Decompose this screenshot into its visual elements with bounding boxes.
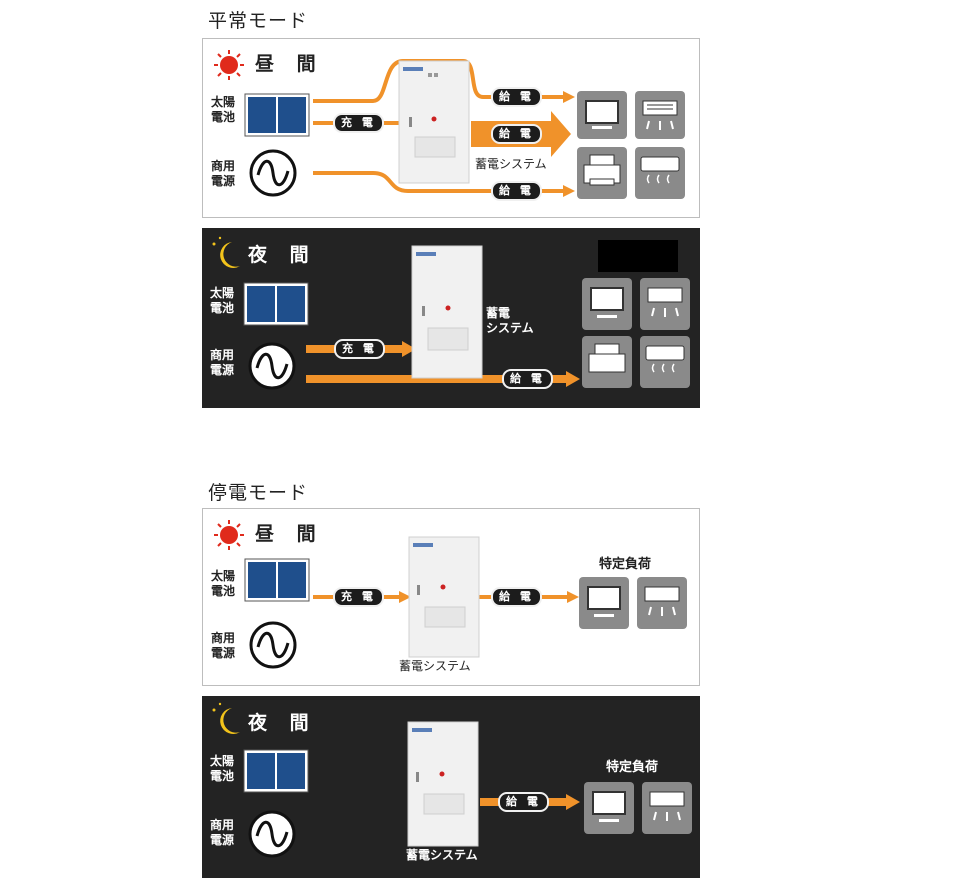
- supply-badge: 給 電: [498, 792, 549, 812]
- normal-day-panel: 昼 間 太陽 電池 商用 電源 充 電 給 電 給 電 給 電 蓄電システム: [202, 38, 700, 218]
- period-label-night: 夜 間: [248, 712, 317, 734]
- outage-day-diagram: [214, 520, 687, 669]
- grid-to-load-flow: [313, 171, 563, 193]
- charge-badge: 充 電: [334, 339, 385, 359]
- section-title-outage-mode: 停電モード: [208, 482, 309, 504]
- solar-label: 太陽 電池: [211, 569, 236, 598]
- solar-panel-icon: [243, 282, 309, 326]
- supply-badge: 給 電: [491, 87, 542, 107]
- appliance-light-icon: [640, 278, 690, 330]
- arrowhead: [563, 185, 575, 197]
- normal-night-panel: 夜 間 太陽 電池 商用 電源 蓄電 システム 充 電 給 電: [202, 228, 700, 408]
- solar-panel-icon: [244, 558, 310, 602]
- solar-panel-icon: [243, 749, 309, 793]
- solar-panel-icon: [244, 93, 310, 137]
- supply-badge: 給 電: [502, 369, 553, 389]
- arrowhead: [399, 591, 411, 603]
- solar-label: 太陽 電池: [211, 95, 236, 124]
- appliance-aircon-icon: [635, 147, 685, 199]
- appliance-printer-icon: [577, 147, 627, 199]
- grid-label: 商用 電源: [211, 631, 236, 660]
- outage-night-diagram: [212, 702, 692, 858]
- arrowhead: [567, 591, 579, 603]
- period-label-day: 昼 間: [255, 523, 324, 545]
- ac-grid-icon: [248, 342, 296, 390]
- outage-night-panel: 夜 間 太陽 電池 商用 電源 給 電 特定負荷 蓄電システム: [202, 696, 700, 878]
- grid-label: 商用 電源: [211, 159, 236, 188]
- supply-badge: 給 電: [491, 124, 542, 144]
- storage-label: 蓄電システム: [406, 848, 478, 862]
- appliance-light-icon: [635, 91, 685, 139]
- grid-label: 商用 電源: [210, 818, 235, 847]
- ac-grid-icon: [249, 149, 297, 197]
- storage-cabinet-icon: [408, 536, 480, 658]
- appliance-tv-icon: [584, 782, 634, 834]
- section-title-normal-mode: 平常モード: [208, 10, 309, 32]
- charge-badge: 充 電: [333, 113, 384, 133]
- appliance-tv-icon: [577, 91, 627, 139]
- ac-grid-icon: [249, 621, 297, 669]
- arrowhead: [402, 341, 416, 357]
- solar-label: 太陽 電池: [210, 286, 235, 315]
- outage-day-panel: 昼 間 太陽 電池 商用 電源 充 電 給 電 特定負荷 蓄電システム: [202, 508, 700, 686]
- appliance-light-icon: [637, 577, 687, 629]
- storage-label: 蓄電 システム: [486, 306, 534, 335]
- moon-icon: [212, 702, 240, 734]
- storage-cabinet-icon: [398, 60, 470, 184]
- normal-night-diagram: [212, 236, 690, 390]
- charge-badge: 充 電: [333, 587, 384, 607]
- sun-icon: [214, 520, 244, 550]
- period-label-day: 昼 間: [255, 53, 324, 75]
- appliance-light-icon: [642, 782, 692, 834]
- appliance-tv-icon: [582, 278, 632, 330]
- period-label-night: 夜 間: [248, 244, 317, 266]
- storage-cabinet-icon: [411, 245, 483, 379]
- solar-label: 太陽 電池: [210, 754, 235, 783]
- ac-grid-icon: [248, 810, 296, 858]
- arrowhead: [566, 794, 580, 810]
- appliance-printer-icon: [582, 336, 632, 388]
- moon-icon: [212, 236, 240, 268]
- redacted-box: [598, 240, 678, 272]
- arrowhead: [566, 371, 580, 387]
- grid-label: 商用 電源: [210, 348, 235, 377]
- appliance-aircon-icon: [640, 336, 690, 388]
- storage-label: 蓄電システム: [399, 659, 471, 673]
- sun-icon: [214, 50, 244, 80]
- supply-badge: 給 電: [491, 181, 542, 201]
- storage-cabinet-icon: [407, 721, 479, 847]
- appliance-tv-icon: [579, 577, 629, 629]
- specific-load-label: 特定負荷: [606, 760, 659, 775]
- arrowhead: [563, 91, 575, 103]
- supply-badge: 給 電: [491, 587, 542, 607]
- storage-label: 蓄電システム: [475, 157, 547, 171]
- specific-load-label: 特定負荷: [599, 557, 652, 572]
